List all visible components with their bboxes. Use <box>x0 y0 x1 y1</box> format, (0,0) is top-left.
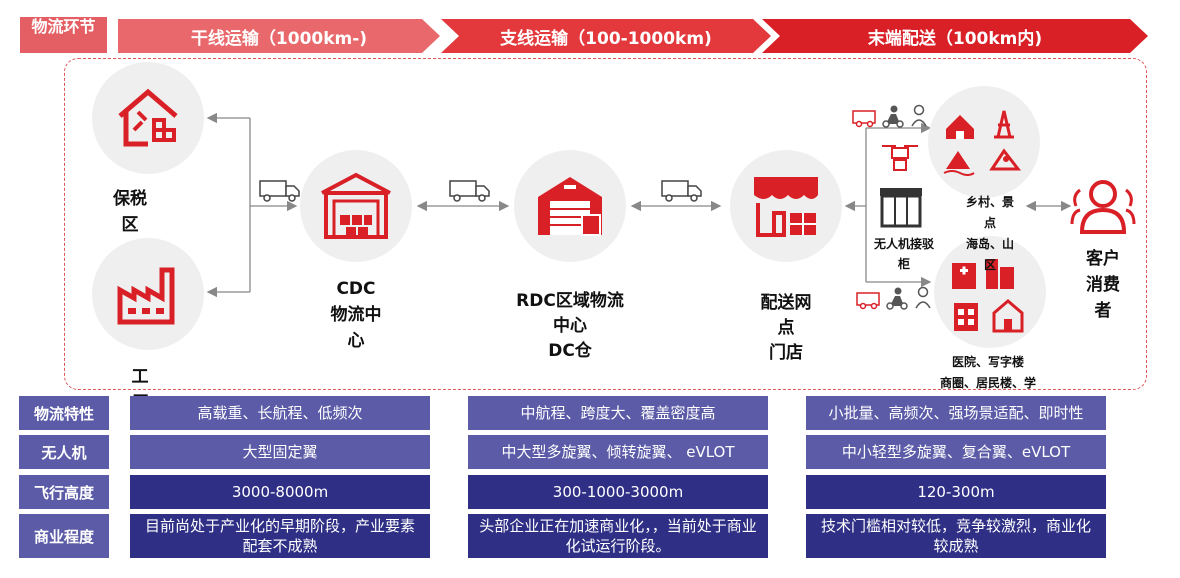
cdc-label-line1: CDC <box>336 279 376 299</box>
cdc-node <box>300 150 412 262</box>
customer-group-icon <box>1070 180 1136 234</box>
row-head-altitude: 飞行高度 <box>19 475 109 509</box>
drone-icon <box>882 145 918 171</box>
customer-label-line3: 者 <box>1094 301 1112 321</box>
person-icon <box>911 104 927 127</box>
bonded-zone-label: 保税区 <box>113 189 147 235</box>
outlet-label-line3: 门店 <box>769 343 803 363</box>
cell-lastmile-logistics: 小批量、高频次、强场景适配、即时性 <box>806 396 1106 430</box>
row-head-logistics: 物流特性 <box>19 396 109 430</box>
delivery-outlet-node <box>730 150 842 262</box>
bonded-warehouse-icon <box>118 88 178 147</box>
factory-node <box>92 238 204 350</box>
urban-label-line1: 医院、写字楼 <box>951 355 1024 369</box>
cell-lastmile-altitude: 120-300m <box>806 475 1106 509</box>
cell-trunk-logistics: 高载重、长航程、低频次 <box>130 396 430 430</box>
rural-label-line2: 点 <box>983 216 996 230</box>
cell-trunk-commercial: 目前尚处于产业化的早期阶段，产业要素配套不成熟 <box>130 514 430 558</box>
van-icon <box>856 292 880 310</box>
truck-icon <box>449 180 490 202</box>
drone-locker-icon <box>880 188 922 228</box>
rural-label-line3: 海岛、山 <box>965 237 1014 251</box>
flow-container <box>64 58 1147 390</box>
rdc-label-line1: RDC区域物流 <box>516 291 624 311</box>
truck-icon <box>661 180 702 202</box>
cell-branch-logistics: 中航程、跨度大、覆盖密度高 <box>468 396 768 430</box>
factory-icon <box>117 267 175 325</box>
cell-lastmile-drone: 中小轻型多旋翼、复合翼、eVLOT <box>806 435 1106 469</box>
van-icon <box>852 110 876 128</box>
courier-scooter-icon <box>886 287 908 310</box>
bonded-zone-node <box>92 62 204 174</box>
rural-scenic-node <box>928 86 1040 198</box>
rdc-label-line2: 中心 <box>553 316 587 336</box>
person-icon <box>915 286 931 309</box>
rural-label-line1: 乡村、景 <box>965 195 1014 209</box>
outlet-label-line1: 配送网 <box>760 293 812 313</box>
row-head-commercial: 商业程度 <box>19 514 109 558</box>
rural-label-line4: 区 <box>983 258 996 272</box>
cell-branch-drone: 中大型多旋翼、倾转旋翼、 eVLOT <box>468 435 768 469</box>
customer-label-line2: 消费 <box>1086 275 1120 295</box>
stage-label: 物流环节 <box>20 17 107 53</box>
stage-branch: 支线运输（100-1000km) <box>441 19 771 53</box>
truck-icon <box>259 180 300 202</box>
cell-trunk-altitude: 3000-8000m <box>130 475 430 509</box>
courier-scooter-icon <box>882 105 904 128</box>
outlet-label-line2: 点 <box>777 318 795 338</box>
rdc-warehouse-icon <box>538 177 602 236</box>
urban-label-line2: 商圈、居民楼、学 <box>939 376 1036 390</box>
cell-branch-commercial: 头部企业正在加速商业化，，当前处于商业化试运行阶段。 <box>468 514 768 558</box>
row-head-drone: 无人机 <box>19 435 109 469</box>
urban-buildings-icons <box>952 259 1024 333</box>
cell-trunk-drone: 大型固定翼 <box>130 435 430 469</box>
scenic-icons <box>943 110 1022 176</box>
store-icon <box>754 177 818 237</box>
locker-label-line2: 柜 <box>897 257 910 271</box>
urban-node <box>934 236 1046 348</box>
customer-label-line1: 客户 <box>1086 249 1120 269</box>
cell-lastmile-commercial: 技术门槛相对较低，竞争较激烈，商业化较成熟 <box>806 514 1106 558</box>
cdc-label-line3: 心 <box>347 331 365 351</box>
rdc-label-line3: DC仓 <box>548 341 592 361</box>
stage-trunk: 干线运输（1000km-) <box>118 19 440 53</box>
cdc-warehouse-icon <box>321 172 391 239</box>
locker-label-line1: 无人机接驳 <box>873 237 934 251</box>
cell-branch-altitude: 300-1000-3000m <box>468 475 768 509</box>
rdc-node <box>514 150 626 262</box>
stage-lastmile: 末端配送（100km内) <box>762 19 1148 53</box>
cdc-label-line2: 物流中 <box>330 305 382 325</box>
